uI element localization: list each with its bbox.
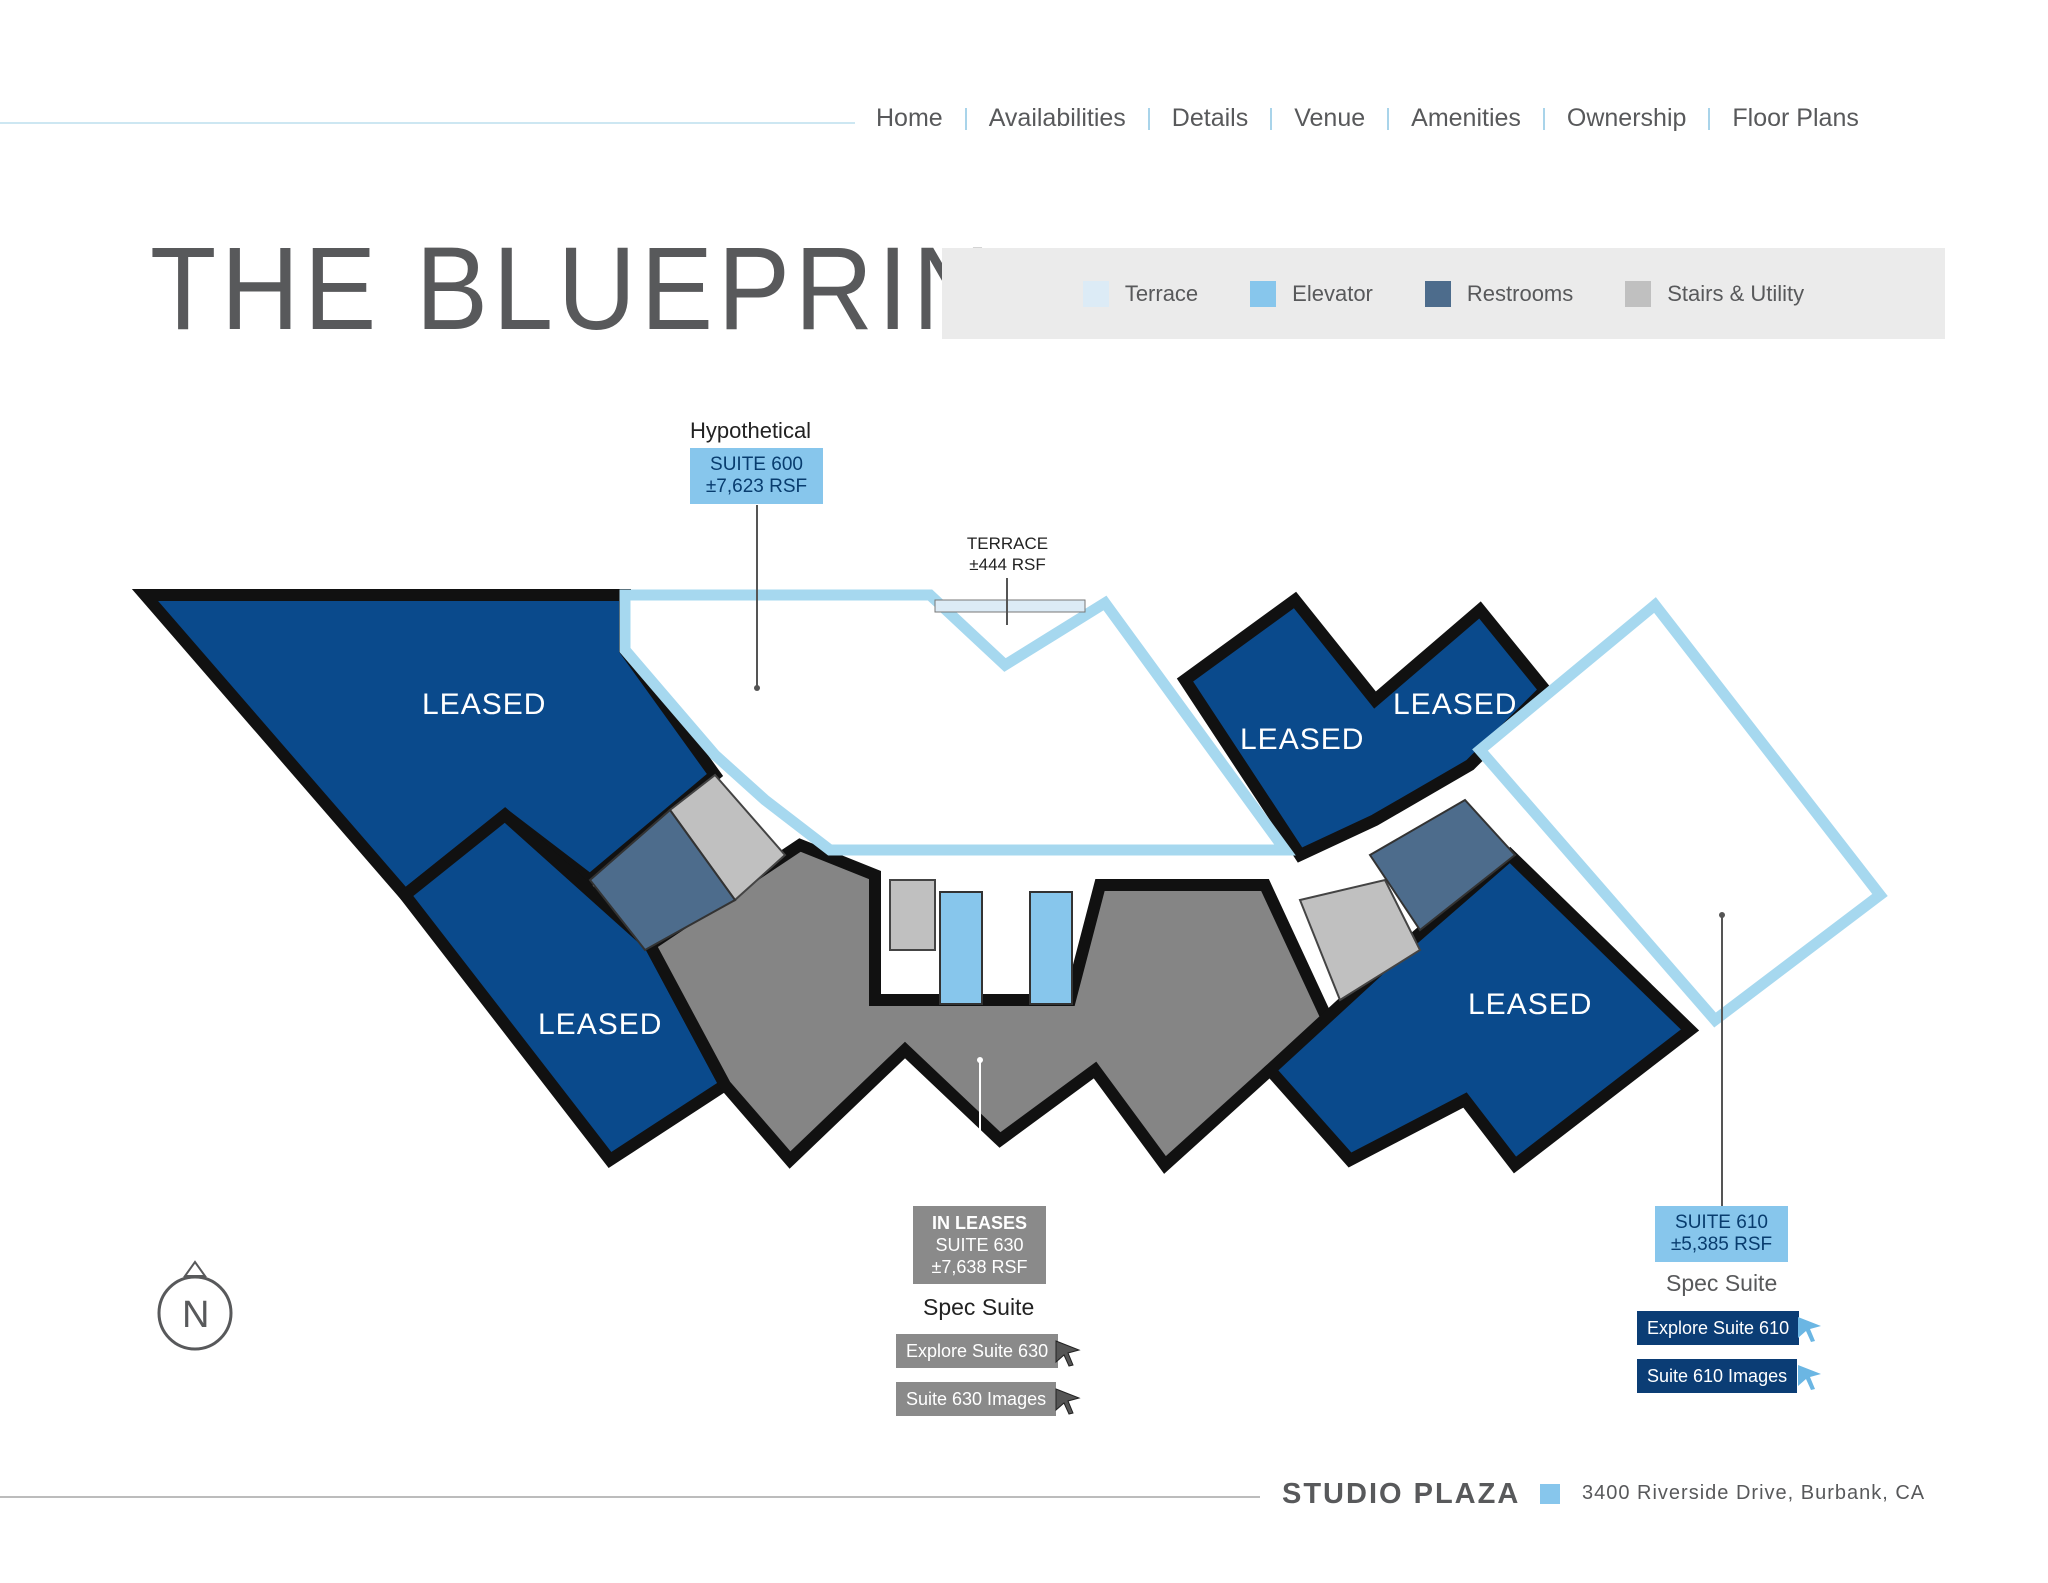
nav-separator	[1387, 107, 1390, 130]
suite-610-area[interactable]	[1472, 597, 1888, 1028]
page-title: THE BLUEPRINT	[150, 223, 1067, 355]
nav-separator	[1708, 107, 1711, 130]
stair-core	[889, 879, 936, 951]
footer-brand: STUDIO PLAZA	[1282, 1478, 1521, 1510]
suite-600-status: Hypothetical	[690, 418, 812, 443]
north-label: N	[182, 1294, 210, 1336]
main-nav: Home Availabilities Details Venue Amenit…	[870, 104, 1859, 133]
nav-separator	[964, 107, 967, 130]
top-divider	[0, 122, 855, 124]
legend-item-restrooms: Restrooms	[1424, 280, 1574, 307]
suite-630-tag[interactable]: IN LEASES SUITE 630 ±7,638 RSF	[913, 1206, 1046, 1284]
nav-details[interactable]: Details	[1171, 104, 1249, 132]
suite-600-area[interactable]	[619, 589, 1296, 856]
legend-item-stairs-utility: Stairs & Utility	[1625, 280, 1805, 307]
cursor-icon	[1055, 1340, 1081, 1367]
nav-availabilities[interactable]: Availabilities	[988, 104, 1126, 132]
legend-swatch	[1424, 280, 1451, 307]
legend-label: Elevator	[1292, 280, 1373, 306]
callout-dot-600	[754, 685, 760, 691]
nav-separator	[1542, 107, 1545, 130]
cursor-icon	[1798, 1365, 1821, 1390]
nav-home[interactable]: Home	[876, 104, 943, 132]
elevator-bank-west	[939, 891, 983, 1005]
callout-dot-610	[1719, 912, 1725, 918]
terrace-label: TERRACE ±444 RSF	[950, 533, 1065, 575]
leased-label-northeast-b: LEASED	[1393, 688, 1518, 721]
footer-square-icon	[1540, 1484, 1560, 1504]
explore-suite-630-button[interactable]: Explore Suite 630	[896, 1334, 1059, 1368]
suite-610-images-button[interactable]: Suite 610 Images	[1637, 1359, 1798, 1393]
legend-label: Restrooms	[1466, 280, 1574, 306]
leased-label-southeast: LEASED	[1468, 988, 1593, 1021]
terrace-area	[934, 599, 1086, 613]
legend-swatch	[1250, 280, 1277, 307]
suite-610-type: Spec Suite	[1666, 1270, 1778, 1296]
legend-label: Stairs & Utility	[1667, 280, 1805, 306]
legend-swatch	[1625, 280, 1652, 307]
suite-630-area: ±7,638 RSF	[931, 1257, 1028, 1277]
elevator-bank-east	[1029, 891, 1073, 1005]
leased-label-west: LEASED	[422, 688, 547, 721]
suite-630-type: Spec Suite	[923, 1294, 1035, 1320]
terrace-area-text: ±444 RSF	[969, 555, 1046, 574]
suite-600-area: ±7,623 RSF	[705, 476, 808, 497]
restrooms-east	[1368, 798, 1517, 932]
nav-separator	[1270, 107, 1273, 130]
legend: Terrace Elevator Restrooms Stairs & Util…	[942, 248, 1945, 339]
cursor-icon	[1798, 1317, 1821, 1342]
suite-630-area[interactable]	[642, 838, 1338, 1174]
leased-label-southwest: LEASED	[538, 1008, 663, 1041]
suite-630-name: SUITE 630	[935, 1235, 1024, 1255]
suite-610-area: ±5,385 RSF	[1670, 1234, 1773, 1255]
legend-item-terrace: Terrace	[1082, 280, 1199, 307]
suite-600-tag[interactable]: SUITE 600 ±7,623 RSF	[690, 448, 823, 504]
legend-label: Terrace	[1124, 280, 1199, 306]
suite-610-name: SUITE 610	[1675, 1212, 1768, 1233]
legend-item-elevator: Elevator	[1250, 280, 1373, 307]
restrooms-west	[588, 808, 737, 952]
nav-floor-plans[interactable]: Floor Plans	[1732, 104, 1859, 132]
suite-630-status: IN LEASES	[931, 1213, 1028, 1233]
terrace-name: TERRACE	[966, 534, 1049, 553]
stairs-utility-east	[1298, 878, 1422, 1002]
cursor-icon	[1055, 1388, 1081, 1415]
leased-label-northeast-a: LEASED	[1240, 723, 1365, 756]
nav-separator	[1147, 107, 1150, 130]
suite-630-images-button[interactable]: Suite 630 Images	[896, 1382, 1057, 1416]
legend-swatch	[1082, 280, 1109, 307]
suite-600-name: SUITE 600	[710, 454, 803, 475]
footer-divider	[0, 1496, 1260, 1498]
nav-amenities[interactable]: Amenities	[1411, 104, 1521, 132]
suite-610-tag[interactable]: SUITE 610 ±5,385 RSF	[1655, 1206, 1788, 1262]
nav-venue[interactable]: Venue	[1294, 104, 1366, 132]
footer-address: 3400 Riverside Drive, Burbank, CA	[1582, 1482, 1926, 1504]
explore-suite-610-button[interactable]: Explore Suite 610	[1637, 1311, 1800, 1345]
nav-ownership[interactable]: Ownership	[1566, 104, 1687, 132]
callout-dot-630	[977, 1057, 983, 1063]
north-arrow-icon: N	[155, 1258, 235, 1363]
